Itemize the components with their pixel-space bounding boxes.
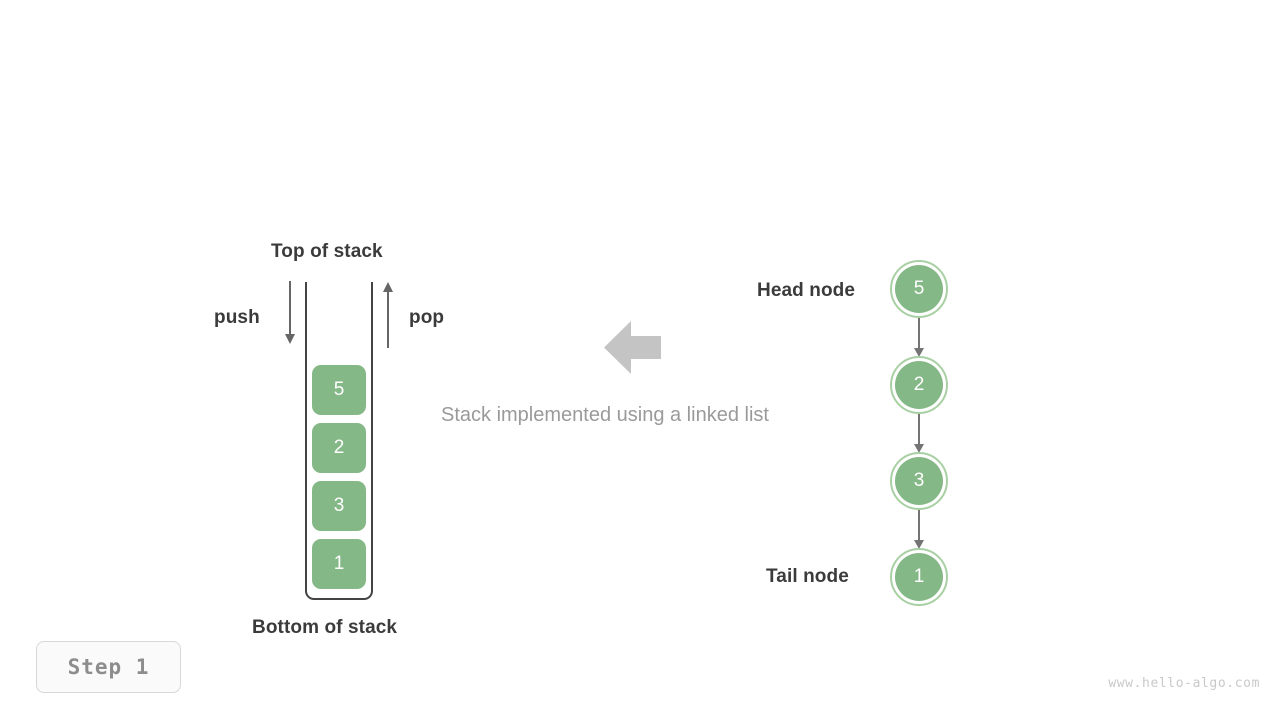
stack-cell: 2 bbox=[312, 423, 366, 473]
linked-list-node: 2 bbox=[890, 356, 948, 414]
caption-label: Stack implemented using a linked list bbox=[441, 404, 769, 426]
arrow-left-block-icon bbox=[604, 319, 661, 376]
stack-cell: 5 bbox=[312, 365, 366, 415]
step-badge: Step 1 bbox=[36, 641, 181, 693]
bottom-of-stack-label: Bottom of stack bbox=[252, 617, 398, 638]
linked-list-node: 5 bbox=[890, 260, 948, 318]
stack-cell: 3 bbox=[312, 481, 366, 531]
top-of-stack-label: Top of stack bbox=[271, 241, 383, 262]
node-value: 5 bbox=[895, 265, 943, 313]
watermark-label: www.hello-algo.com bbox=[1108, 676, 1260, 691]
stack-cell: 1 bbox=[312, 539, 366, 589]
stack-container bbox=[305, 282, 373, 600]
head-node-label: Head node bbox=[757, 280, 856, 301]
pop-label: pop bbox=[409, 307, 445, 328]
push-label: push bbox=[214, 307, 260, 328]
tail-node-label: Tail node bbox=[766, 566, 849, 587]
node-value: 1 bbox=[895, 553, 943, 601]
linked-list-node: 3 bbox=[890, 452, 948, 510]
linked-list-node: 1 bbox=[890, 548, 948, 606]
node-value: 2 bbox=[895, 361, 943, 409]
node-value: 3 bbox=[895, 457, 943, 505]
